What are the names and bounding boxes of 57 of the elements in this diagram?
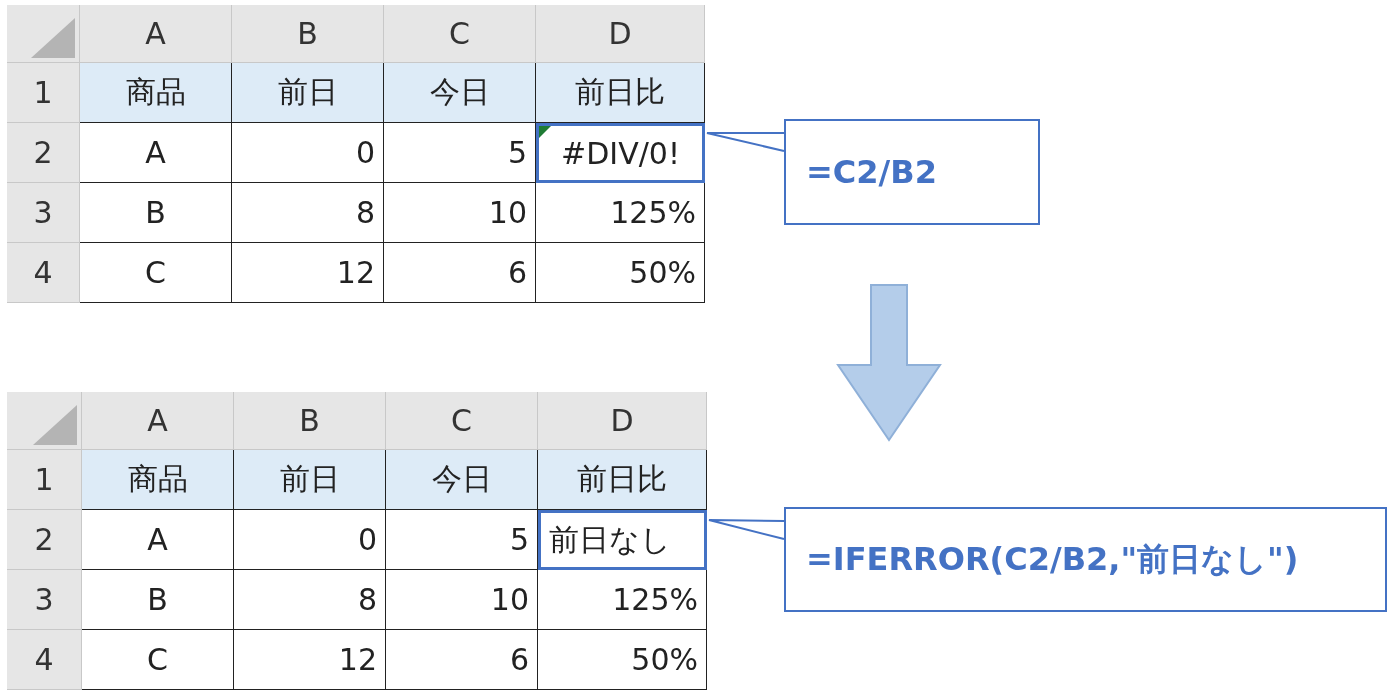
highlighted-cell xyxy=(538,510,707,570)
down-block-arrow xyxy=(836,284,942,442)
header-label: 1 xyxy=(34,462,54,497)
cell-value: 8 xyxy=(355,195,375,230)
cell-value: 6 xyxy=(507,255,527,290)
cell-value: 前日なし xyxy=(549,520,671,559)
cell-value: 0 xyxy=(355,135,375,170)
cell-value: 今日 xyxy=(431,460,492,498)
cell-value: 今日 xyxy=(429,73,490,111)
cell-value: 5 xyxy=(507,135,527,170)
cell-value: 8 xyxy=(357,582,377,617)
header-label: 1 xyxy=(33,75,53,110)
formula-text: =IFERROR(C2/B2,"前日なし") xyxy=(806,538,1299,580)
header-label: 4 xyxy=(34,642,54,677)
cell-value: 商品 xyxy=(127,460,188,498)
header-label: D xyxy=(610,403,634,438)
cell-value: 前日比 xyxy=(577,460,667,498)
highlighted-cell xyxy=(536,123,705,183)
cell-value: 5 xyxy=(509,522,529,557)
formula-callout xyxy=(784,119,1040,225)
header-label: 3 xyxy=(33,195,53,230)
cell-value: 前日 xyxy=(279,460,340,498)
header-label: C xyxy=(449,16,470,51)
header-label: 2 xyxy=(34,522,54,557)
cell-value: B xyxy=(145,195,166,230)
cell-value: 前日比 xyxy=(575,73,665,111)
header-label: D xyxy=(608,16,632,51)
cell-value: 10 xyxy=(490,582,529,617)
header-label: 4 xyxy=(33,255,53,290)
cell-value: 商品 xyxy=(125,73,186,111)
header-label: A xyxy=(145,16,166,51)
callout-tail xyxy=(708,519,785,540)
header-label: 2 xyxy=(33,135,53,170)
cell-value: B xyxy=(147,582,168,617)
formula-callout xyxy=(784,507,1387,612)
cell-value: 0 xyxy=(357,522,377,557)
cell-value: 6 xyxy=(509,642,529,677)
header-label: A xyxy=(147,403,168,438)
cell-value: 12 xyxy=(336,255,375,290)
header-label: B xyxy=(297,16,318,51)
header-label: 3 xyxy=(34,582,54,617)
cell-value: 12 xyxy=(338,642,377,677)
cell-value: A xyxy=(147,522,168,557)
cell-value: #DIV/0! xyxy=(561,135,680,171)
cell-value: 50% xyxy=(631,642,698,677)
cell-value: 10 xyxy=(488,195,527,230)
cell-value: C xyxy=(147,642,168,677)
header-label: C xyxy=(451,403,472,438)
cell-value: 前日 xyxy=(277,73,338,111)
cell-value: 50% xyxy=(629,255,696,290)
cell-value: A xyxy=(145,135,166,170)
header-label: B xyxy=(299,403,320,438)
cell-value: 125% xyxy=(610,195,696,230)
formula-text: =C2/B2 xyxy=(806,153,937,191)
cell-value: C xyxy=(145,255,166,290)
cell-value: 125% xyxy=(612,582,698,617)
callout-tail xyxy=(706,132,785,152)
